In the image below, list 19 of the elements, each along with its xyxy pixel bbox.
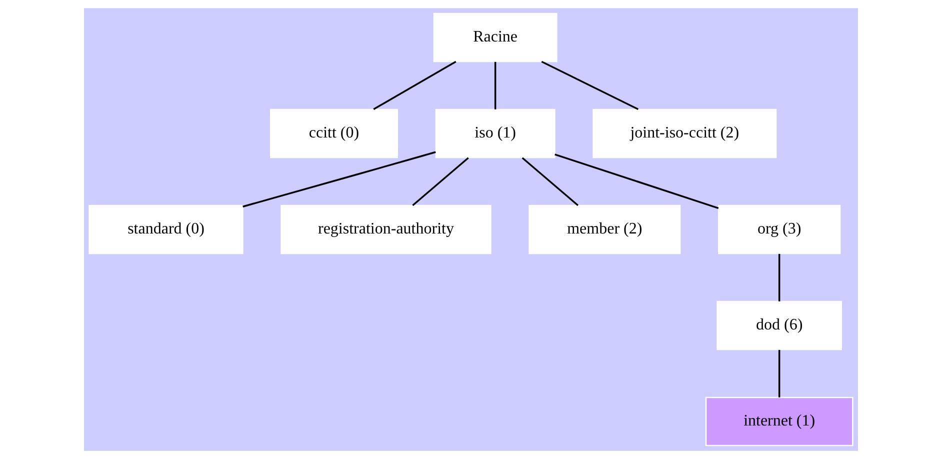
connector [242, 151, 436, 208]
node-box: member (2) [528, 204, 681, 254]
node-box: standard (0) [88, 204, 244, 254]
node-box: org (3) [718, 204, 841, 254]
connector [778, 254, 780, 302]
connector [412, 157, 469, 206]
connector [494, 62, 496, 110]
connector [554, 154, 719, 209]
node-box: iso (1) [435, 108, 556, 158]
connector [522, 157, 578, 206]
node-box: internet (1) [705, 396, 854, 446]
connector [541, 60, 639, 110]
node-box: registration-authority [280, 204, 492, 254]
connector [778, 350, 780, 398]
node-box: Racine [433, 12, 558, 62]
node-box: ccitt (0) [270, 108, 398, 158]
node-box: joint-iso-ccitt (2) [592, 108, 777, 158]
connector [373, 60, 456, 110]
node-box: dod (6) [716, 300, 842, 350]
